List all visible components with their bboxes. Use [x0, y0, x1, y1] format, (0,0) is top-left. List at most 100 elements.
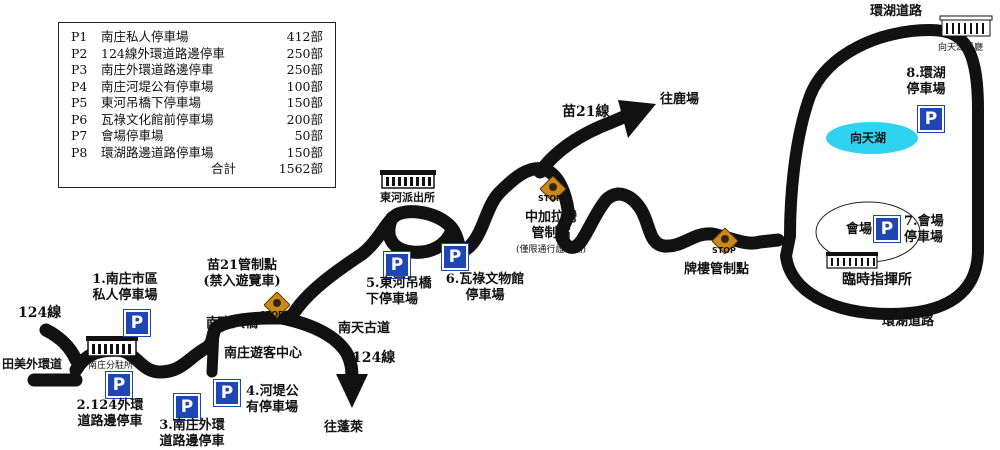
- stop-sign-zhongjia-icon: STOP: [538, 175, 567, 203]
- route-124-right-label: 124線: [352, 350, 396, 366]
- paibu-control-label: 牌樓管制點: [684, 262, 750, 277]
- legend-count: 250部: [286, 45, 323, 61]
- arrow-to-luchang: [618, 100, 656, 138]
- arrow-to-penglai: [336, 374, 368, 408]
- visitor-center-label: 南庄遊客中心: [224, 346, 303, 361]
- legend-count: 150部: [286, 95, 323, 110]
- lake-ring-road: [780, 24, 985, 320]
- p4-label: 4.河堤公 有停車場: [246, 384, 299, 416]
- legend-row-p2: P2 124線外環道路邊停車 250部: [69, 46, 327, 63]
- legend-count: 200部: [286, 111, 323, 127]
- p6-label-line2: 停車場: [465, 288, 505, 303]
- miao21-control-line2: (禁入遊覽車): [203, 274, 281, 289]
- parking-p1-icon[interactable]: P: [123, 309, 151, 337]
- miao21-control-line1: 苗21管制點: [206, 258, 278, 273]
- parking-p4-icon[interactable]: P: [213, 379, 241, 407]
- miao21-route-label: 苗21線: [562, 104, 610, 120]
- legend-code: P3: [71, 62, 88, 77]
- p3-label-line2: 道路邊停車: [159, 434, 225, 449]
- p4-label-line1: 4.河堤公: [246, 384, 299, 399]
- p3-label: 3.南庄外環 道路邊停車: [142, 418, 242, 450]
- miao21-control-label: 苗21管制點 (禁入遊覽車): [192, 258, 292, 290]
- legend-code: P6: [71, 111, 88, 127]
- stop-label: STOP: [538, 194, 562, 203]
- road-donghe-loop: [382, 211, 459, 259]
- p7-label: 7.會場 停車場: [904, 214, 944, 246]
- legend-count: 150部: [286, 144, 323, 160]
- p1-label-line2: 私人停車場: [92, 288, 158, 303]
- lake-ring-bottom-label: 環湖道路: [882, 314, 935, 329]
- legend-name: 會場停車場: [101, 128, 164, 143]
- p8-label-line2: 停車場: [906, 82, 946, 97]
- donghe-police-label: 東河派出所: [380, 191, 435, 204]
- venue-label: 會場: [846, 222, 873, 237]
- tianmei-ring-label: 田美外環道: [2, 357, 63, 371]
- p2-label-line1: 2.124外環: [76, 398, 144, 413]
- p7-label-line2: 停車場: [904, 230, 944, 245]
- road-124-entry: [39, 323, 83, 367]
- legend-count: 250部: [286, 62, 323, 77]
- legend-row-p4: P4 南庄河堤公有停車場 100部: [69, 79, 327, 96]
- p7-label-line1: 7.會場: [904, 214, 944, 229]
- p1-label: 1.南庄市區 私人停車場: [80, 272, 170, 304]
- donghe-police-icon: [380, 170, 436, 189]
- parking-p7-icon[interactable]: P: [873, 215, 901, 243]
- p1-label-line1: 1.南庄市區: [92, 272, 158, 287]
- restaurant-label: 向天湖餐廳: [938, 43, 984, 53]
- stop-sign-miao21-icon: STOP: [260, 291, 291, 319]
- zhongjia-line2: 管制站: [531, 226, 571, 241]
- parking-p2-icon[interactable]: P: [105, 371, 133, 399]
- legend-name: 環湖路邊道路停車場: [101, 144, 214, 160]
- zhongjia-line1: 中加拉灣: [524, 210, 577, 225]
- nanzhuang-police-label: 南庄分駐所: [88, 361, 134, 371]
- p8-label: 8.環湖 停車場: [896, 66, 956, 98]
- command-post-icon: [826, 252, 878, 269]
- xiangtian-lake: [826, 122, 918, 154]
- legend-count: 412部: [286, 29, 323, 44]
- p2-label-line2: 道路邊停車: [77, 414, 143, 429]
- legend-name: 南庄私人停車場: [101, 29, 189, 44]
- stop-label: STOP: [260, 310, 284, 319]
- legend-row-p3: P3 南庄外環道路邊停車 250部: [69, 62, 327, 79]
- legend-name: 東河吊橋下停車場: [101, 95, 202, 110]
- p3-label-line1: 3.南庄外環: [159, 418, 225, 433]
- legend-name: 瓦祿文化館前停車場: [101, 111, 214, 127]
- legend-row-p6: P6 瓦祿文化館前停車場 200部: [69, 112, 327, 129]
- legend-code: P8: [71, 144, 88, 160]
- temp-command-label: 臨時指揮所: [842, 272, 912, 288]
- legend-code: P4: [71, 78, 88, 94]
- legend-name: 南庄外環道路邊停車: [101, 62, 214, 77]
- road-miao21: [285, 162, 785, 323]
- legend-code: P2: [71, 45, 88, 61]
- p6-label-line1: 6.瓦祿文物館: [445, 272, 525, 287]
- route-124-left-label: 124線: [18, 305, 62, 321]
- zhongjia-control-label: 中加拉灣 管制站 (僅限通行證車輛): [496, 210, 606, 258]
- p2-label: 2.124外環 道路邊停車: [60, 398, 160, 430]
- zhongjia-line3: (僅限通行證車輛): [515, 245, 587, 255]
- legend-name: 124線外環道路邊停車: [101, 45, 225, 61]
- p8-label-line1: 8.環湖: [906, 66, 946, 81]
- legend-name: 南庄河堤公有停車場: [101, 78, 214, 94]
- road-to-luchang: [533, 109, 633, 179]
- p6-label: 6.瓦祿文物館 停車場: [430, 272, 540, 304]
- parking-p5-icon[interactable]: P: [383, 251, 411, 279]
- legend-row-p5: P5 東河吊橋下停車場 150部: [69, 95, 327, 112]
- legend-count: 50部: [294, 128, 323, 143]
- legend-count: 100部: [286, 78, 323, 94]
- to-luchang-label: 往鹿場: [660, 92, 700, 107]
- nantian-road-label: 南天古道: [338, 321, 391, 336]
- parking-p8-icon[interactable]: P: [917, 105, 945, 133]
- parking-p3-icon[interactable]: P: [173, 393, 201, 421]
- parking-p6-icon[interactable]: P: [441, 243, 469, 271]
- legend-code: P5: [71, 95, 88, 110]
- legend-total-label: 合計: [211, 161, 237, 176]
- p4-label-line2: 有停車場: [246, 400, 299, 415]
- p5-label-line1: 5.東河吊橋: [366, 276, 432, 291]
- lake-ring-top-label: 環湖道路: [870, 4, 923, 19]
- nanzhuang-bridge-label: 南庄大橋: [206, 316, 259, 331]
- road-visitor-branch: [206, 324, 220, 378]
